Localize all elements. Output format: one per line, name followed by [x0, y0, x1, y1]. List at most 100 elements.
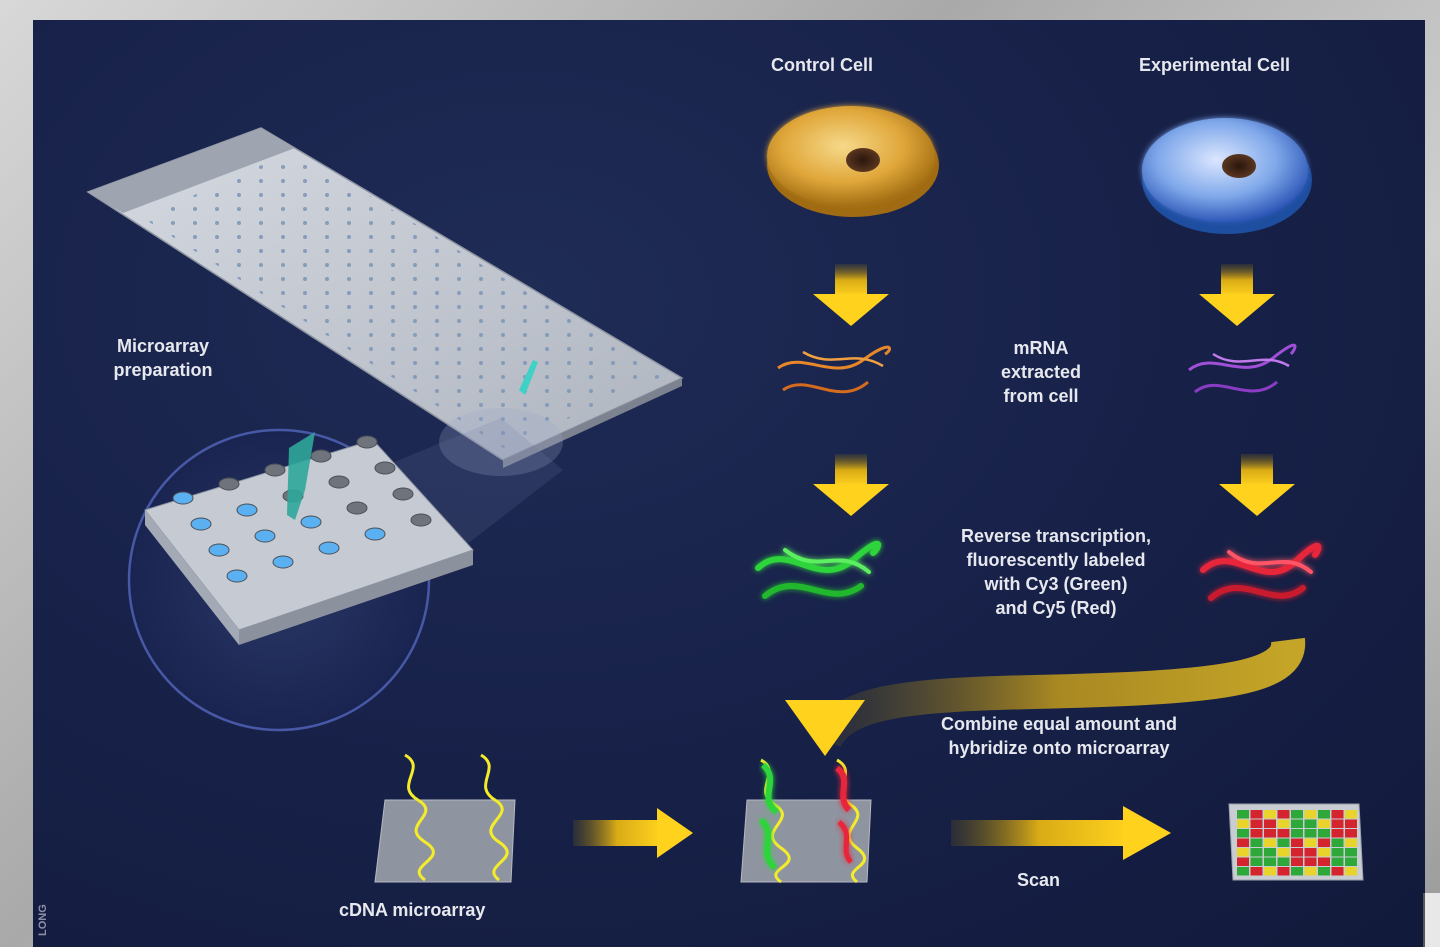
- scan-spot: [1318, 857, 1330, 866]
- scan-spot: [1277, 848, 1290, 857]
- scan-spot: [1250, 838, 1263, 847]
- arrow-to-scan: [951, 806, 1171, 860]
- experimental-cell: [1142, 118, 1312, 234]
- scan-spot: [1304, 857, 1317, 866]
- diagram-panel: Control Cell Experimental Cell Microarra…: [33, 20, 1425, 947]
- scan-spot: [1250, 810, 1263, 819]
- microarray-preparation-label: Microarray preparation: [95, 334, 231, 382]
- scan-spot: [1304, 867, 1317, 876]
- reverse-transcription-line-3: with Cy3 (Green): [984, 574, 1128, 594]
- control-cell-label: Control Cell: [771, 55, 873, 75]
- scan-spot: [1331, 857, 1344, 866]
- scan-spot: [1291, 867, 1303, 876]
- scan-spot: [1345, 829, 1357, 838]
- hybridized-microarray-slide: [740, 758, 872, 884]
- scan-spot: [1250, 857, 1263, 866]
- scan-spot: [1331, 867, 1344, 876]
- scan-spot: [1331, 810, 1344, 819]
- mrna-extracted-line-3: from cell: [1003, 386, 1079, 406]
- scan-spot: [1291, 857, 1303, 866]
- scan-spot: [1331, 848, 1344, 857]
- cdna-microarray-label: cDNA microarray: [339, 900, 486, 920]
- cy5-red-cdna: [1200, 542, 1322, 601]
- scan-spot: [1264, 838, 1276, 847]
- filled-well: [190, 517, 212, 531]
- scan-spot: [1345, 819, 1357, 828]
- mrna-extracted-label: mRNA extracted from cell: [983, 336, 1099, 408]
- filled-well: [300, 515, 322, 529]
- mrna-extracted-line-2: extracted: [1000, 362, 1082, 382]
- filled-well: [364, 527, 386, 541]
- scan-result-grid: [1228, 803, 1364, 881]
- empty-well: [392, 487, 414, 501]
- control-mrna-strands: [777, 345, 891, 394]
- down-arrow-icon: [1199, 264, 1275, 326]
- combine-arrow-right: [809, 637, 1306, 749]
- scan-spot: [1304, 829, 1317, 838]
- scan-spot: [1277, 857, 1290, 866]
- scan-spot: [1291, 848, 1303, 857]
- experimental-cell-label: Experimental Cell: [1139, 55, 1291, 75]
- scan-spot: [1237, 810, 1249, 819]
- reverse-transcription-line-1: Reverse transcription,: [960, 526, 1152, 546]
- arrow-to-hybridize: [573, 808, 693, 858]
- empty-well: [218, 477, 240, 491]
- scan-spot: [1250, 848, 1263, 857]
- scan-spot: [1291, 810, 1303, 819]
- combine-line-1: Combine equal amount and: [940, 714, 1177, 734]
- scan-spot: [1237, 838, 1249, 847]
- scan-spot: [1264, 857, 1276, 866]
- empty-well: [346, 501, 368, 515]
- scan-spot: [1237, 857, 1249, 866]
- reverse-transcription-line-2: fluorescently labeled: [966, 550, 1146, 570]
- magnified-pipette-icon: [287, 432, 315, 520]
- scan-spot: [1304, 819, 1317, 828]
- scan-spot: [1318, 867, 1330, 876]
- scan-spot: [1291, 819, 1303, 828]
- scan-spot: [1318, 848, 1330, 857]
- scan-spot: [1250, 819, 1263, 828]
- scan-spot: [1237, 819, 1249, 828]
- scan-spot: [1237, 867, 1249, 876]
- microarray-preparation-line-1: Microarray: [116, 336, 210, 356]
- empty-well: [374, 461, 396, 475]
- scan-spot: [1277, 810, 1290, 819]
- scan-spot: [1304, 810, 1317, 819]
- microarray-preparation-line-2: preparation: [113, 360, 213, 380]
- empty-well: [310, 449, 332, 463]
- filled-well: [226, 569, 248, 583]
- empty-well: [328, 475, 350, 489]
- frame-edge: [1423, 893, 1440, 947]
- scan-spot: [1331, 819, 1344, 828]
- filled-well: [254, 529, 276, 543]
- scan-spot: [1318, 819, 1330, 828]
- scan-spot: [1264, 867, 1276, 876]
- magnifier-lens: [127, 428, 474, 732]
- combine-line-2: hybridize onto microarray: [948, 738, 1170, 758]
- scan-spot: [1264, 819, 1276, 828]
- scan-spot: [1318, 838, 1330, 847]
- empty-well: [264, 463, 286, 477]
- scan-spot: [1345, 810, 1357, 819]
- experimental-nucleus: [1222, 154, 1256, 178]
- filled-well: [172, 491, 194, 505]
- artist-credit: LONG: [37, 904, 49, 936]
- scan-spot: [1264, 829, 1276, 838]
- scan-spot: [1331, 838, 1344, 847]
- cy3-green-cdna: [755, 540, 882, 599]
- microarray-slide: [86, 127, 684, 476]
- scan-label: Scan: [1017, 870, 1061, 890]
- scan-spot: [1264, 810, 1276, 819]
- scan-spot: [1345, 848, 1357, 857]
- scan-spot: [1318, 810, 1330, 819]
- experimental-mrna-strands: [1188, 343, 1297, 394]
- empty-well: [356, 435, 378, 449]
- scan-spot: [1318, 829, 1330, 838]
- scan-spot: [1345, 838, 1357, 847]
- scan-spot: [1345, 857, 1357, 866]
- scan-spot: [1304, 838, 1317, 847]
- scan-spot: [1250, 829, 1263, 838]
- scan-spot: [1250, 867, 1263, 876]
- combine-hybridize-label: Combine equal amount and hybridize onto …: [899, 712, 1219, 760]
- reverse-transcription-line-4: and Cy5 (Red): [995, 598, 1117, 618]
